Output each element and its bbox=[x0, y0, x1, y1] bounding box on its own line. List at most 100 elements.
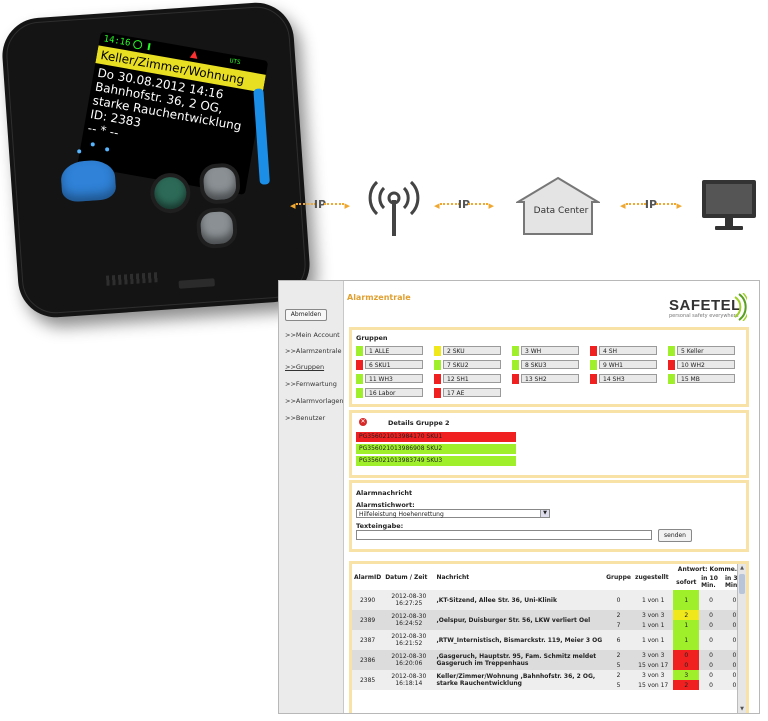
group-cell: 7 bbox=[604, 620, 633, 630]
group-button[interactable]: 1 ALLE bbox=[365, 346, 423, 355]
device-row-3[interactable]: PG356021013983749 SKU3 bbox=[356, 456, 516, 466]
pager-device: 14:16 UTS ▲ Keller/Zimmer/Wohnung Do 30.… bbox=[0, 0, 313, 320]
group-status-indicator bbox=[668, 360, 675, 370]
time-text: 16:27:25 bbox=[395, 600, 423, 607]
group-button[interactable]: 17 AE bbox=[443, 388, 501, 397]
group-button[interactable]: 3 WH bbox=[521, 346, 579, 355]
device-row-2[interactable]: PG356021013986908 SKU2 bbox=[356, 444, 516, 454]
message-cell: ,KT-Sitzend, Allee Str. 36, Uni-Klinik bbox=[434, 590, 605, 610]
delivered-cell: 15 von 17 bbox=[632, 660, 674, 670]
time-text: 16:18:14 bbox=[395, 680, 423, 687]
sidebar: Abmelden >>Mein Account >>Alarmzentrale … bbox=[279, 281, 344, 713]
alarm-keyword-label: Alarmstichwort: bbox=[356, 501, 415, 509]
nav-item-alarm-templates[interactable]: >>Alarmvorlagen bbox=[285, 397, 344, 405]
alarm-id-cell: 2386 bbox=[352, 650, 384, 670]
group-button[interactable]: 15 MB bbox=[677, 374, 735, 383]
date-text: 2012-08-30 bbox=[391, 633, 427, 640]
group-button[interactable]: 7 SKU2 bbox=[443, 360, 501, 369]
ip-link-1: ◂ IP ▸ bbox=[290, 198, 350, 212]
date-text: 2012-08-30 bbox=[391, 673, 427, 680]
immediate-cell: 1 bbox=[673, 620, 700, 630]
message-cell: Keller/Zimmer/Wohnung ,Bahnhofstr. 36, 2… bbox=[434, 670, 605, 690]
message-text-input[interactable] bbox=[356, 530, 652, 540]
group-status-indicator bbox=[356, 346, 363, 356]
col-group[interactable]: Gruppe bbox=[604, 564, 633, 590]
col-immediate[interactable]: sofort bbox=[673, 574, 700, 590]
safetel-logo: SAFETEL personal safety everywhere bbox=[669, 293, 747, 321]
col-alarm-id[interactable]: AlarmID bbox=[352, 564, 384, 590]
alarm-id-cell: 2387 bbox=[352, 630, 384, 650]
logo-waves-icon bbox=[734, 293, 747, 321]
groups-title: Gruppen bbox=[356, 334, 388, 342]
in10-cell: 0 bbox=[699, 630, 723, 650]
device-row-1[interactable]: PG356021013984170 SKU1 bbox=[356, 432, 516, 442]
nav-item-groups[interactable]: >>Gruppen bbox=[285, 363, 325, 371]
alarm-id-cell: 2385 bbox=[352, 670, 384, 690]
group-button[interactable]: 8 SKU3 bbox=[521, 360, 579, 369]
group-status-indicator bbox=[512, 374, 519, 384]
group-cell: 0 bbox=[604, 590, 633, 610]
in30-cell: 0 bbox=[722, 670, 746, 680]
group-cell: 2 bbox=[604, 610, 633, 620]
group-button[interactable]: 5 Keller bbox=[677, 346, 735, 355]
in10-cell: 0 bbox=[699, 670, 723, 680]
down-button[interactable] bbox=[199, 210, 234, 245]
page-title: Alarmzentrale bbox=[347, 293, 411, 302]
scroll-thumb[interactable] bbox=[739, 574, 745, 594]
group-button[interactable]: 4 SH bbox=[599, 346, 657, 355]
group-button[interactable]: 13 SH2 bbox=[521, 374, 579, 383]
col-message[interactable]: Nachricht bbox=[434, 564, 605, 590]
message-line: Keller/Zimmer/Wohnung ,Bahnhofstr. 36, 2… bbox=[436, 673, 596, 680]
chevron-down-icon[interactable]: ▼ bbox=[540, 510, 549, 517]
send-button[interactable]: senden bbox=[658, 529, 692, 542]
group-button[interactable]: 9 WH1 bbox=[599, 360, 657, 369]
in10-cell: 0 bbox=[699, 680, 723, 690]
close-icon[interactable]: ✕ bbox=[359, 418, 367, 426]
group-button[interactable]: 6 SKU1 bbox=[365, 360, 423, 369]
date-text: 2012-08-30 bbox=[391, 593, 427, 600]
group-button[interactable]: 12 SH1 bbox=[443, 374, 501, 383]
up-button[interactable] bbox=[202, 166, 237, 201]
group-status-indicator bbox=[668, 374, 675, 384]
message-line: ,RTW_Internistisch, Bismarckstr. 119, Me… bbox=[436, 636, 603, 644]
group-button[interactable]: 14 SH3 bbox=[599, 374, 657, 383]
in10-cell: 0 bbox=[699, 610, 723, 620]
group-button[interactable]: 16 Labor bbox=[365, 388, 423, 397]
group-cell: 2 bbox=[604, 670, 633, 680]
logout-button[interactable]: Abmelden bbox=[285, 309, 327, 321]
nav-item-users[interactable]: >>Benutzer bbox=[285, 414, 326, 422]
col-delivered[interactable]: zugestellt bbox=[632, 564, 674, 590]
scroll-down-icon[interactable]: ▼ bbox=[740, 706, 744, 712]
emergency-button[interactable] bbox=[59, 158, 117, 203]
immediate-cell: 0 bbox=[673, 660, 700, 670]
nav-item-account[interactable]: >>Mein Account bbox=[285, 331, 340, 339]
group-button[interactable]: 11 WH3 bbox=[365, 374, 423, 383]
group-button[interactable]: 10 WH2 bbox=[677, 360, 735, 369]
message-cell: ,RTW_Internistisch, Bismarckstr. 119, Me… bbox=[434, 630, 605, 650]
immediate-cell: 2 bbox=[673, 610, 700, 620]
nav-item-remote-maintenance[interactable]: >>Fernwartung bbox=[285, 380, 337, 388]
alarm-keyword-select[interactable]: Hilfeleistung Hoehenrettung ▼ bbox=[356, 509, 550, 518]
antenna-icon bbox=[368, 180, 420, 236]
ip-link-2: ◂ IP ▸ bbox=[434, 198, 494, 212]
message-line: ,Gasgeruch, Hauptstr. 95, Fam. Schmitz m… bbox=[436, 653, 597, 660]
scroll-up-icon[interactable]: ▲ bbox=[740, 565, 744, 571]
immediate-cell: 3 bbox=[673, 670, 700, 680]
message-line: Gasgeruch im Treppenhaus bbox=[436, 660, 529, 667]
nav-item-alarm-center[interactable]: >>Alarmzentrale bbox=[285, 347, 342, 355]
col-in10[interactable]: in 10 Min. bbox=[699, 574, 723, 590]
in10-cell: 0 bbox=[699, 590, 723, 610]
group-button[interactable]: 2 SKU bbox=[443, 346, 501, 355]
col-datetime[interactable]: Datum / Zeit bbox=[383, 564, 435, 590]
group-details-panel: ✕ Details Gruppe 2 PG356021013984170 SKU… bbox=[349, 410, 749, 478]
table-scrollbar[interactable]: ▲ ▼ bbox=[737, 564, 746, 713]
